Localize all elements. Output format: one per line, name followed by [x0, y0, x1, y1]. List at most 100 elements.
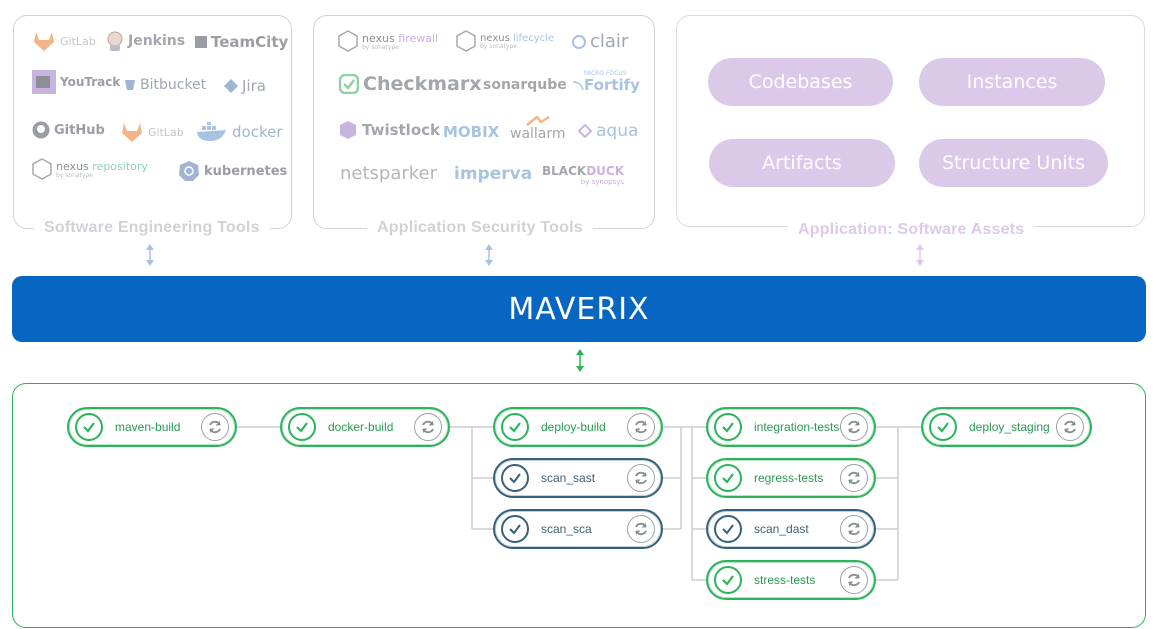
clair-logo: clair	[572, 31, 628, 52]
job-scan-sca[interactable]: scan_sca	[493, 509, 663, 549]
job-deploy-build[interactable]: deploy-build	[493, 407, 663, 447]
success-check-icon	[714, 413, 742, 441]
wallarm-icon	[525, 116, 550, 126]
asset-codebases: Codebases	[708, 58, 893, 106]
job-deploy-staging[interactable]: deploy_staging	[921, 407, 1092, 447]
sonarqube-logo: sonarqube	[483, 77, 585, 93]
job-name: docker-build	[328, 420, 394, 434]
nexus-lifecycle-icon	[456, 30, 476, 52]
job-name: scan_dast	[754, 522, 809, 536]
security-arrow	[485, 244, 493, 266]
pipeline-arrow	[576, 349, 584, 372]
software-engineering-tools-caption: Software Engineering Tools	[34, 219, 270, 237]
github-icon	[32, 121, 50, 139]
retry-icon[interactable]	[414, 413, 442, 441]
job-name: integration-tests	[754, 420, 840, 434]
checkmarx-logo: Checkmarx	[339, 73, 482, 95]
nexus-firewall-icon	[338, 30, 358, 52]
job-name: deploy_staging	[969, 420, 1050, 434]
success-check-icon	[75, 413, 103, 441]
application-security-tools-caption: Application Security Tools	[367, 219, 593, 237]
job-stress-tests[interactable]: stress-tests	[706, 560, 876, 600]
job-name: stress-tests	[754, 573, 816, 587]
blackduck-logo: BLACKDUCK by synopsys	[542, 164, 624, 187]
retry-icon[interactable]	[840, 464, 868, 492]
nexus-repository-icon	[32, 158, 52, 180]
assets-arrow	[916, 244, 924, 266]
retry-icon[interactable]	[627, 464, 655, 492]
retry-icon[interactable]	[840, 566, 868, 594]
github-logo: GitHub	[32, 121, 105, 139]
application-security-tools-panel	[313, 15, 655, 229]
retry-icon[interactable]	[840, 413, 868, 441]
job-scan-sast[interactable]: scan_sast	[493, 458, 663, 498]
job-name: scan_sca	[541, 522, 592, 536]
jira-logo: Jira	[224, 77, 266, 95]
success-check-icon	[714, 464, 742, 492]
youtrack-icon	[32, 70, 56, 94]
retry-icon[interactable]	[1056, 413, 1084, 441]
jenkins-icon	[107, 31, 123, 51]
maverix-bar: MAVERIX	[12, 276, 1146, 342]
gitlab-icon	[122, 123, 142, 142]
bitbucket-icon	[125, 80, 135, 90]
jira-icon	[224, 79, 238, 93]
docker-icon	[197, 122, 226, 141]
docker-logo: docker	[196, 122, 283, 142]
software-assets-caption: Application: Software Assets	[788, 221, 1035, 239]
teamcity-icon	[195, 36, 207, 48]
imperva-logo: imperva	[454, 164, 533, 184]
kubernetes-icon	[179, 161, 199, 181]
pipeline-panel	[12, 383, 1146, 628]
bitbucket-logo: Bitbucket	[124, 77, 206, 93]
retry-icon[interactable]	[840, 515, 868, 543]
asset-structure-units: Structure Units	[919, 139, 1108, 187]
fortify-logo: MICRO FOCUS Fortify	[584, 70, 640, 94]
retry-icon[interactable]	[627, 515, 655, 543]
manual-check-icon	[714, 515, 742, 543]
netsparker-logo: netsparker	[340, 163, 438, 184]
nexus-lifecycle-logo: nexus lifecycle by sonatype	[456, 30, 554, 52]
retry-icon[interactable]	[627, 413, 655, 441]
asset-artifacts: Artifacts	[709, 139, 895, 187]
nexus-repository-logo: nexus repository by sonatype	[32, 158, 148, 180]
job-name: maven-build	[115, 420, 181, 434]
job-docker-build[interactable]: docker-build	[280, 407, 450, 447]
job-name: regress-tests	[754, 471, 824, 485]
success-check-icon	[501, 413, 529, 441]
manual-check-icon	[501, 464, 529, 492]
gitlab-logo: GitLab	[32, 30, 96, 52]
engineering-arrow	[146, 244, 154, 266]
manual-check-icon	[501, 515, 529, 543]
aqua-icon	[578, 124, 592, 138]
youtrack-logo: YouTrack	[32, 70, 120, 94]
nexus-firewall-logo: nexus firewall by sonatype	[338, 30, 438, 52]
job-name: deploy-build	[541, 420, 606, 434]
software-engineering-tools-panel	[13, 15, 292, 229]
gitlab-icon	[34, 32, 54, 51]
wallarm-logo: wallarm	[510, 116, 566, 142]
success-check-icon	[288, 413, 316, 441]
twistlock-logo: Twistlock	[338, 120, 440, 140]
success-check-icon	[929, 413, 957, 441]
software-assets-panel	[676, 15, 1145, 227]
job-integration-tests[interactable]: integration-tests	[706, 407, 876, 447]
clair-icon	[572, 34, 586, 49]
job-scan-dast[interactable]: scan_dast	[706, 509, 876, 549]
mobix-logo: MOBIX	[443, 123, 500, 141]
aqua-logo: aqua	[578, 121, 638, 141]
success-check-icon	[714, 566, 742, 594]
jenkins-logo: Jenkins	[106, 30, 185, 52]
sonarqube-icon	[572, 81, 584, 91]
maverix-title: MAVERIX	[508, 291, 650, 327]
job-regress-tests[interactable]: regress-tests	[706, 458, 876, 498]
kubernetes-logo: kubernetes	[178, 160, 287, 182]
teamcity-logo: TeamCity	[195, 33, 288, 51]
asset-instances: Instances	[919, 58, 1105, 106]
job-name: scan_sast	[541, 471, 596, 485]
checkmarx-icon	[339, 74, 359, 94]
retry-icon[interactable]	[201, 413, 229, 441]
gitlab-logo-2: GitLab	[120, 121, 184, 143]
twistlock-icon	[340, 121, 356, 139]
job-maven-build[interactable]: maven-build	[67, 407, 237, 447]
